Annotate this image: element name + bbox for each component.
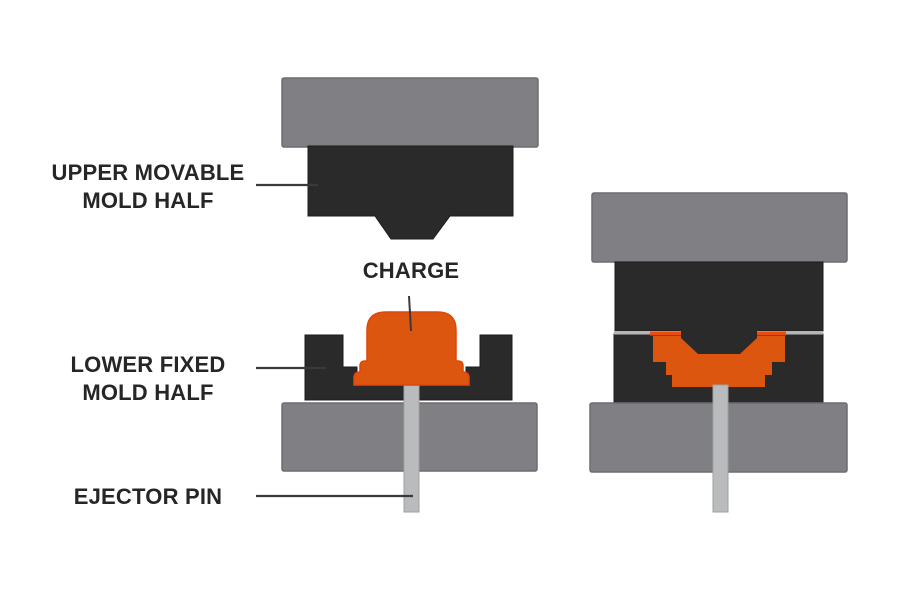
- mold-plug-closed: [681, 330, 757, 354]
- label-ejector-pin: EJECTOR PIN: [28, 483, 268, 511]
- upper-press-plate-left: [281, 77, 539, 148]
- flash-line-right: [750, 331, 786, 336]
- upper-mold-half-closed: [614, 261, 824, 332]
- label-upper-movable-mold-half: UPPER MOVABLE MOLD HALF: [28, 159, 268, 215]
- upper-movable-mold-half: [307, 145, 514, 240]
- flash-line-left: [650, 331, 688, 336]
- charge-material: [353, 311, 470, 386]
- molded-part: [653, 336, 785, 387]
- label-charge: CHARGE: [341, 257, 481, 285]
- label-charge-text: CHARGE: [362, 258, 460, 283]
- label-lower-fixed-mold-half: LOWER FIXED MOLD HALF: [28, 351, 268, 407]
- ejector-pin-right: [712, 384, 729, 513]
- label-ejector-text: EJECTOR PIN: [73, 484, 223, 509]
- label-upper-line2: MOLD HALF: [82, 187, 214, 213]
- label-upper-line1: UPPER MOVABLE: [51, 160, 245, 185]
- open-mold-diagram: [281, 77, 539, 513]
- label-lower-line2: MOLD HALF: [82, 379, 214, 405]
- label-lower-line1: LOWER FIXED: [70, 352, 226, 377]
- upper-press-plate-right: [591, 192, 848, 263]
- charge-leader-line: [408, 295, 412, 332]
- closed-mold-diagram: [589, 192, 848, 513]
